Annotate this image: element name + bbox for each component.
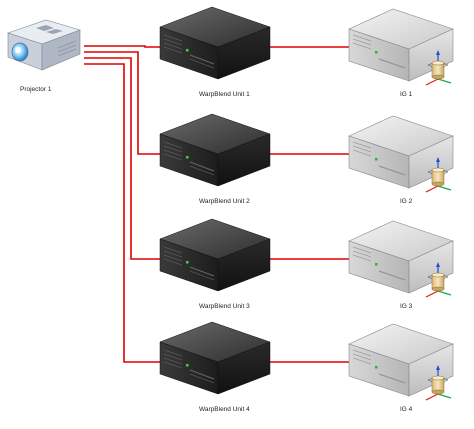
ig-label: IG 3 xyxy=(400,303,413,310)
ig-server-icon[interactable] xyxy=(348,323,454,397)
server-row-1: WarpBlend Unit 1 IG 1 xyxy=(159,6,454,98)
warpblend-unit-label: WarpBlend Unit 3 xyxy=(199,303,250,310)
projector-label: Projector 1 xyxy=(20,86,52,93)
database-cylinder-icon xyxy=(425,365,452,401)
database-cylinder-icon xyxy=(425,50,452,86)
warpblend-unit-icon[interactable] xyxy=(159,218,271,292)
warpblend-unit-label: WarpBlend Unit 1 xyxy=(199,91,250,98)
projector-icon[interactable] xyxy=(7,19,81,71)
connection-line-4 xyxy=(84,63,160,363)
server-row-3: WarpBlend Unit 3 IG 3 xyxy=(159,218,454,310)
ig-server-icon[interactable] xyxy=(348,8,454,82)
ig-label: IG 1 xyxy=(400,91,413,98)
connection-line-1 xyxy=(84,45,160,48)
connection-line-3 xyxy=(84,57,160,260)
warpblend-unit-icon[interactable] xyxy=(159,321,271,395)
warpblend-unit-label: WarpBlend Unit 2 xyxy=(199,198,250,205)
server-rows: WarpBlend Unit 1 IG 1 WarpBlend Unit 2 IG 2… xyxy=(159,6,454,413)
ig-server-icon[interactable] xyxy=(348,220,454,294)
server-row-4: WarpBlend Unit 4 IG 4 xyxy=(159,321,454,413)
ig-label: IG 4 xyxy=(400,406,413,413)
ig-server-icon[interactable] xyxy=(348,115,454,189)
connections xyxy=(84,45,350,363)
warpblend-unit-icon[interactable] xyxy=(159,6,271,80)
warpblend-unit-icon[interactable] xyxy=(159,113,271,187)
ig-label: IG 2 xyxy=(400,198,413,205)
database-cylinder-icon xyxy=(425,262,452,298)
database-cylinder-icon xyxy=(425,157,452,193)
warpblend-unit-label: WarpBlend Unit 4 xyxy=(199,406,250,413)
server-row-2: WarpBlend Unit 2 IG 2 xyxy=(159,113,454,205)
connection-line-2 xyxy=(84,51,160,155)
